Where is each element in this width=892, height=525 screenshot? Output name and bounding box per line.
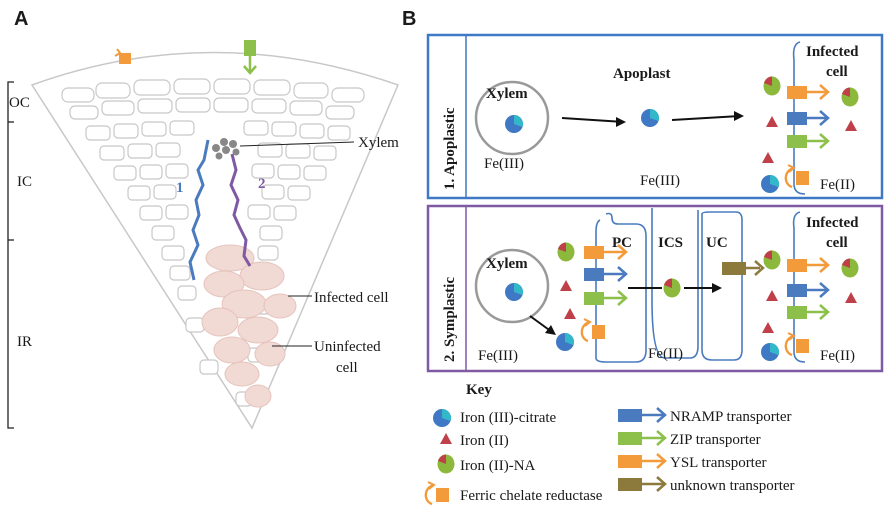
- xylem-vessels: [212, 138, 240, 160]
- apoplastic-fe3-label: Fe(III): [484, 156, 524, 172]
- legend-iron2-na-label: Iron (II)-NA: [460, 458, 536, 474]
- ysl-transporter: [787, 84, 830, 100]
- nramp-transporter: [787, 110, 830, 126]
- apoplastic-infected-label-2: cell: [826, 64, 848, 80]
- ics-membrane: [651, 208, 699, 359]
- apoplastic-title: 1. Apoplastic: [442, 107, 458, 190]
- symplastic-panel: 2. Symplastic Xylem Fe(III) PC ICS UC: [426, 204, 884, 373]
- symplastic-infected-zip: [787, 304, 830, 320]
- uc-membrane: [701, 211, 743, 361]
- pathway-2-line: [229, 153, 252, 267]
- symplastic-infected-fe2-na-outside: [763, 250, 781, 270]
- symplastic-infected-fe2-na-inside: [841, 258, 859, 278]
- panel-a-letter: A: [14, 8, 28, 30]
- legend-fcr-label: Ferric chelate reductase: [460, 488, 603, 504]
- symplastic-unknown-transporter: [722, 260, 765, 276]
- symplastic-fe3-citrate-apoplast: [556, 333, 575, 351]
- apoplastic-arrow-1: [561, 117, 625, 123]
- apoplast-fe3-citrate: [641, 108, 660, 127]
- zone-label-oc: OC: [9, 95, 30, 111]
- apoplastic-arrow-2: [671, 115, 741, 121]
- zone-label-ir: IR: [17, 334, 32, 350]
- apoplastic-fe3-citrate-xylem: [505, 114, 524, 133]
- zip-transporter: [787, 133, 830, 149]
- symplastic-ysl-transporter: [584, 244, 628, 260]
- pathway-1-line: [188, 139, 210, 281]
- uninfected-label-line1: Uninfected: [314, 339, 381, 355]
- legend-title: Key: [466, 382, 492, 398]
- legend-iron2-label: Iron (II): [460, 433, 509, 449]
- symplastic-infected-nramp: [787, 282, 830, 298]
- fe2-na-inside: [841, 87, 859, 107]
- legend-zip-swatch: [618, 430, 667, 446]
- zone-label-ic: IC: [17, 174, 32, 190]
- legend-iron3-citrate-label: Iron (III)-citrate: [460, 410, 557, 426]
- legend-iron3-citrate-swatch: [433, 409, 452, 427]
- fe3-citrate-at-membrane: [761, 174, 780, 193]
- panel-b-letter: B: [402, 8, 416, 30]
- symplastic-nramp-transporter: [584, 266, 628, 282]
- outer-cortex-cells: [61, 78, 365, 120]
- zone-bracket: [7, 81, 14, 429]
- legend-ysl-swatch: [618, 453, 667, 469]
- uninfected-label-line2: cell: [336, 360, 358, 376]
- symplastic-title: 2. Symplastic: [442, 277, 458, 362]
- uc-label: UC: [706, 235, 728, 251]
- pathway-2-number: 2: [258, 176, 266, 192]
- panel-b: B 1. Apoplastic Xylem Fe(III) Apoplast F…: [402, 8, 884, 506]
- infected-cell-label: Infected cell: [314, 290, 389, 306]
- symplastic-fe2-na-ics: [663, 278, 681, 298]
- apoplastic-panel: 1. Apoplastic Xylem Fe(III) Apoplast Fe(…: [426, 33, 884, 200]
- symplastic-xylem-label: Xylem: [486, 256, 528, 272]
- apoplastic-infected-label-1: Infected: [806, 44, 859, 60]
- legend-unknown-label: unknown transporter: [670, 478, 795, 494]
- pc-membrane: [595, 212, 647, 363]
- symplastic-infected-label-1: Infected: [806, 215, 859, 231]
- inner-cortex-cells: [85, 120, 351, 407]
- fcr-icon: [114, 48, 131, 64]
- xylem-leader-line: [239, 141, 355, 147]
- legend-unknown-swatch: [618, 476, 667, 492]
- symplastic-fe2-mid-label: Fe(II): [648, 346, 683, 362]
- zip-transporter-icon: [243, 40, 257, 75]
- legend-zip-label: ZIP transporter: [670, 432, 761, 448]
- legend: Key Iron (III)-citrate Iron (II) Iron (I…: [424, 382, 795, 506]
- pc-label: PC: [612, 235, 632, 251]
- symplastic-fe3-label: Fe(III): [478, 348, 518, 364]
- legend-iron2-na-swatch: [437, 454, 455, 474]
- symplastic-infected-fe3-citrate: [761, 343, 780, 361]
- apoplast-fe3-label: Fe(III): [640, 173, 680, 189]
- symplastic-zip-transporter: [584, 290, 628, 306]
- legend-nramp-swatch: [618, 407, 667, 423]
- infected-cells: [201, 244, 297, 408]
- symplastic-infected-ysl: [787, 257, 830, 273]
- fe2-na-outside: [763, 76, 781, 96]
- symplastic-infected-label-2: cell: [826, 235, 848, 251]
- apoplastic-xylem-label: Xylem: [486, 86, 528, 102]
- apoplast-label: Apoplast: [613, 66, 671, 82]
- legend-nramp-label: NRAMP transporter: [670, 409, 792, 425]
- panel-a: A: [7, 8, 399, 430]
- legend-ysl-label: YSL transporter: [670, 455, 767, 471]
- legend-fcr-swatch: [424, 480, 451, 506]
- symplastic-fe3-citrate-xylem: [505, 283, 524, 301]
- pathway-1-number: 1: [176, 180, 184, 196]
- legend-iron2-swatch: [440, 433, 452, 444]
- ics-label: ICS: [658, 235, 683, 251]
- apoplastic-fe2-label: Fe(II): [820, 177, 855, 193]
- xylem-label: Xylem: [358, 135, 399, 151]
- symplastic-fe2-na-outside: [557, 242, 575, 262]
- symplastic-fe2-label: Fe(II): [820, 348, 855, 364]
